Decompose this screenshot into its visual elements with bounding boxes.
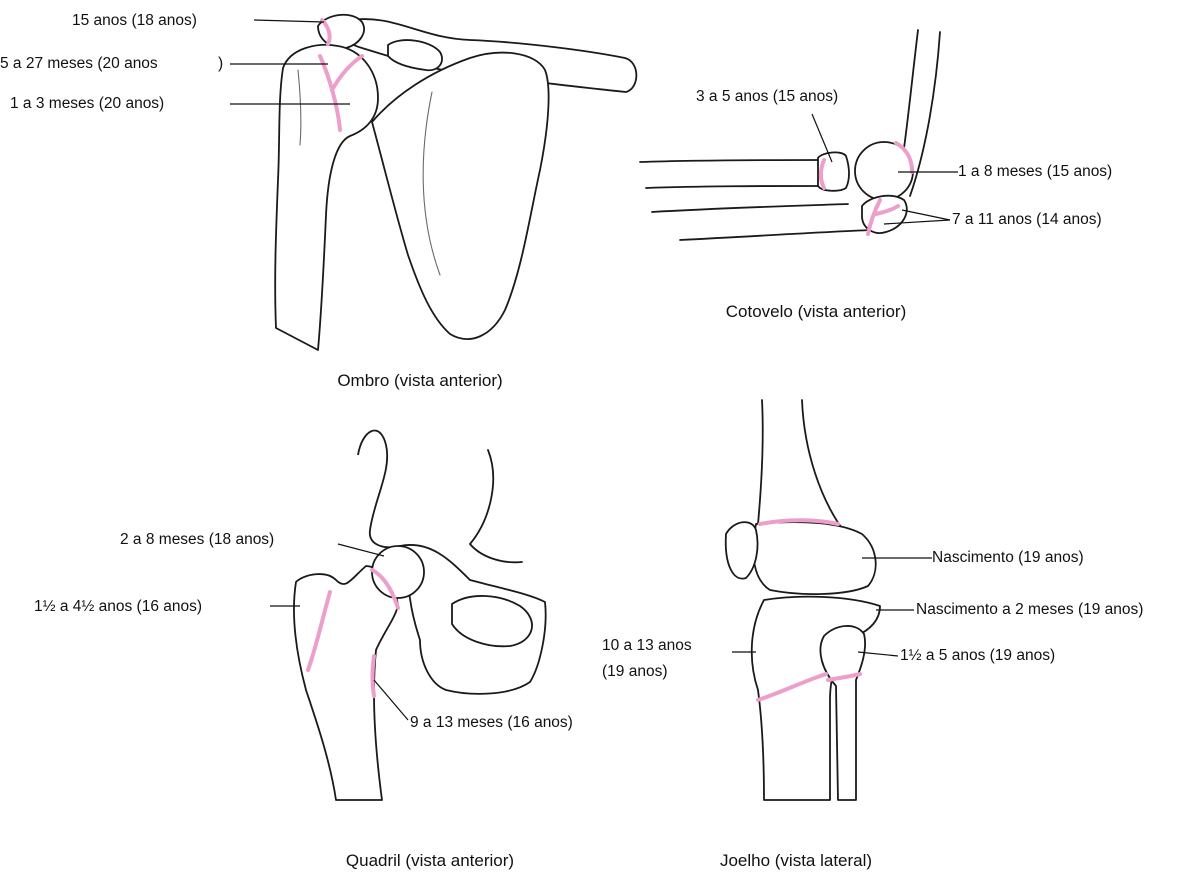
- label-femoral-head: 2 a 8 meses (18 anos): [120, 531, 274, 548]
- elbow-humerus-lateral: [903, 29, 919, 149]
- humerus-groove: [297, 69, 302, 146]
- knee-femur-anterior: [757, 399, 764, 525]
- knee-plate-femur: [758, 518, 840, 526]
- patella: [724, 521, 759, 580]
- hip-plate-head: [370, 568, 400, 610]
- label-greater-tuberosity: 5 a 27 meses (20 anos: [0, 55, 158, 72]
- elbow-humerus-medial: [909, 31, 941, 197]
- obturator-foramen: [451, 595, 533, 648]
- leader-femoral-head: [337, 543, 385, 557]
- leader-acromion: [253, 19, 325, 23]
- knee-plate-tibia: [756, 672, 828, 702]
- ulna-upper: [651, 203, 849, 213]
- label-fibular-head: 1½ a 5 anos (19 anos): [900, 647, 1055, 664]
- label-radial-head: 3 a 5 anos (15 anos): [696, 88, 838, 105]
- scapula: [371, 51, 550, 340]
- label-olecranon: 7 a 11 anos (14 anos): [952, 211, 1102, 228]
- label-proximal-tibia: Nascimento a 2 meses (19 anos): [916, 601, 1143, 618]
- label-acromion: 15 anos (18 anos): [72, 12, 197, 29]
- elbow-plate-olecranon: [866, 198, 900, 236]
- coracoid: [387, 39, 443, 72]
- hip-plate-lesser-trochanter: [370, 654, 376, 698]
- fibula: [819, 625, 866, 801]
- ischium-outline: [469, 449, 523, 564]
- label-distal-femur: Nascimento (19 anos): [932, 549, 1084, 566]
- femoral-head: [371, 545, 425, 599]
- caption-elbow: Cotovelo (vista anterior): [726, 302, 906, 321]
- leader-radial-head: [811, 113, 833, 163]
- radius-lower: [645, 185, 827, 189]
- radius-upper: [639, 159, 821, 163]
- caption-hip: Quadril (vista anterior): [346, 851, 514, 870]
- shoulder-plate-head: [330, 54, 364, 92]
- hip-panel: 2 a 8 meses (18 anos) 1½ a 4½ anos (16 a…: [34, 429, 573, 870]
- leader-olecranon-b: [883, 219, 951, 225]
- label-tibial-tuberosity-line2: (19 anos): [602, 663, 667, 680]
- scapular-spine: [422, 91, 441, 276]
- caption-knee: Joelho (vista lateral): [720, 851, 872, 870]
- femur: [293, 565, 399, 801]
- leader-olecranon-a: [901, 209, 951, 221]
- label-greater-tuberosity-closing: ): [218, 55, 223, 72]
- elbow-panel: 3 a 5 anos (15 anos) 1 a 8 meses (15 ano…: [639, 29, 1112, 321]
- caption-shoulder: Ombro (vista anterior): [337, 371, 502, 390]
- pelvis: [357, 429, 547, 695]
- femoral-condyle: [752, 521, 877, 595]
- hip-plate-greater-trochanter: [306, 590, 332, 672]
- elbow-plate-radial: [819, 158, 826, 190]
- acromion: [317, 13, 365, 50]
- knee-panel: Nascimento (19 anos) Nascimento a 2 mese…: [602, 399, 1143, 870]
- elbow-plate-capitellum: [894, 141, 914, 174]
- label-humeral-head: 1 a 3 meses (20 anos): [10, 95, 164, 112]
- radial-head: [817, 151, 850, 192]
- humerus: [274, 43, 379, 351]
- label-lesser-trochanter: 9 a 13 meses (16 anos): [410, 714, 573, 731]
- knee-femur-posterior: [801, 399, 847, 535]
- label-greater-trochanter: 1½ a 4½ anos (16 anos): [34, 598, 202, 615]
- ulna-lower: [679, 229, 873, 241]
- leader-fibular-head: [857, 651, 899, 657]
- shoulder-panel: 15 anos (18 anos) 5 a 27 meses (20 anos …: [0, 12, 638, 390]
- knee-plate-fibula: [826, 672, 862, 682]
- shoulder-plate-tuberosity: [318, 54, 342, 132]
- label-capitellum: 1 a 8 meses (15 anos): [958, 163, 1112, 180]
- label-tibial-tuberosity-line1: 10 a 13 anos: [602, 637, 692, 654]
- tibia: [750, 595, 881, 801]
- leader-lesser-trochanter: [373, 679, 409, 721]
